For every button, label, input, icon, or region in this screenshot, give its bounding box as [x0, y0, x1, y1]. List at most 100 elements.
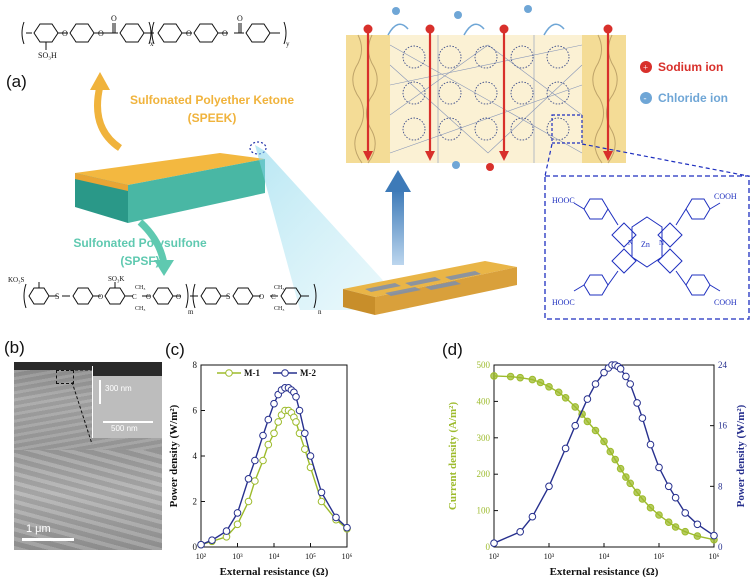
y2-tick-label: 24	[718, 360, 728, 370]
panel-label-c: (c)	[165, 340, 185, 359]
data-point	[343, 523, 351, 532]
y-tick-label: 200	[477, 469, 491, 479]
data-point	[233, 520, 242, 529]
y-tick-label: 400	[477, 396, 491, 406]
speek-subscript-y: y	[286, 40, 290, 48]
data-point	[516, 528, 524, 536]
sem-thickness-label: 300 nm	[105, 384, 132, 393]
data-point	[208, 536, 216, 544]
svg-text:O: O	[98, 293, 103, 301]
data-point	[270, 399, 278, 408]
zoom-connector	[544, 143, 749, 177]
legend-marker-1	[281, 369, 289, 377]
data-point	[710, 531, 718, 540]
chloride-ion-label: Chloride ion	[658, 91, 728, 105]
svg-text:O: O	[176, 293, 181, 301]
data-point	[274, 418, 282, 426]
data-point	[655, 511, 663, 519]
x-tick-label: 10⁴	[269, 552, 280, 561]
sem-image: 300 nm 500 nm 1 μm	[14, 362, 162, 550]
data-point	[611, 455, 619, 464]
series-line-1	[200, 387, 348, 546]
sem-inset-scalebar	[103, 421, 153, 423]
y-axis-label: Power density (W/m²)	[168, 404, 180, 507]
device-slab	[343, 261, 517, 315]
data-point	[664, 482, 673, 491]
membrane-cross-section	[346, 5, 626, 171]
upward-flow-arrow	[385, 170, 411, 265]
magnification-beam	[255, 145, 410, 310]
data-point	[646, 503, 655, 512]
series-line-1	[493, 364, 715, 544]
svg-text:O: O	[259, 293, 264, 301]
spsf-subscript-n: n	[318, 308, 322, 316]
data-point	[622, 473, 630, 481]
x-tick-label: 10²	[489, 552, 500, 561]
spsf-subscript-m: m	[188, 308, 194, 316]
y-tick-label: 300	[477, 433, 491, 443]
sodium-ion-label: Sodium ion	[658, 60, 724, 74]
data-point	[571, 421, 579, 430]
data-point	[693, 520, 702, 529]
series-line-0	[493, 375, 715, 541]
svg-text:C: C	[132, 293, 137, 301]
data-point	[244, 475, 253, 483]
x-tick-label: 10⁵	[654, 552, 665, 561]
spsf-ch3-top: CH₃	[135, 285, 145, 291]
data-point	[251, 477, 259, 485]
data-point	[259, 431, 267, 440]
sem-inset-scale-label: 500 nm	[111, 424, 138, 433]
data-point	[270, 429, 278, 438]
x-tick-label: 10⁶	[342, 552, 353, 561]
data-point	[681, 527, 689, 536]
speek-so3h: SO₃H	[38, 51, 57, 60]
data-point	[554, 388, 563, 397]
sem-scale-label: 1 μm	[26, 523, 51, 535]
y-tick-label: 8	[193, 360, 198, 370]
y-tick-label: 4	[193, 451, 198, 461]
spsf-ch3-bottom: CH₃	[135, 306, 145, 312]
data-point	[545, 482, 553, 491]
data-point	[646, 440, 655, 449]
spsf-name: Sulfonated Polysulfone	[73, 236, 207, 250]
data-point	[301, 429, 309, 438]
data-point	[591, 426, 600, 435]
sem-inset: 300 nm 500 nm	[92, 366, 162, 438]
data-point	[295, 406, 304, 415]
legend-label-0: M-1	[244, 368, 260, 378]
x-tick-label: 10³	[544, 552, 555, 561]
sem-scalebar	[22, 538, 74, 541]
data-point	[633, 399, 641, 407]
svg-text:S: S	[226, 292, 230, 301]
svg-text:O: O	[98, 29, 104, 38]
data-point	[197, 540, 205, 549]
x-tick-label: 10⁵	[305, 552, 316, 561]
x-tick-label: 10⁶	[709, 552, 720, 561]
data-point	[600, 437, 608, 446]
y2-tick-label: 16	[718, 421, 728, 431]
data-point	[506, 372, 515, 381]
data-point	[233, 509, 242, 517]
spsf-ch3-top-2: CH₃	[274, 285, 284, 291]
legend-label-1: M-2	[300, 368, 316, 378]
y-tick-label: 2	[193, 497, 198, 507]
data-point	[317, 488, 326, 497]
data-point	[306, 452, 315, 460]
data-point	[536, 378, 545, 387]
data-point	[545, 383, 553, 391]
data-point	[626, 479, 634, 488]
data-point	[633, 488, 641, 497]
data-point	[591, 380, 600, 388]
panel-label-d: (d)	[442, 340, 463, 359]
svg-text:+: +	[643, 63, 648, 73]
data-point	[616, 464, 625, 473]
spsf-ch3-bottom-2: CH₃	[274, 306, 284, 312]
data-point	[528, 375, 537, 384]
spsf-ko3s: KO₃S	[8, 276, 25, 284]
svg-text:-: -	[644, 93, 647, 103]
spsf-so3k: SO₃K	[108, 275, 124, 283]
plot-frame	[493, 364, 715, 548]
data-point	[332, 513, 340, 522]
speek-name: Sulfonated Polyether Ketone	[129, 93, 295, 107]
